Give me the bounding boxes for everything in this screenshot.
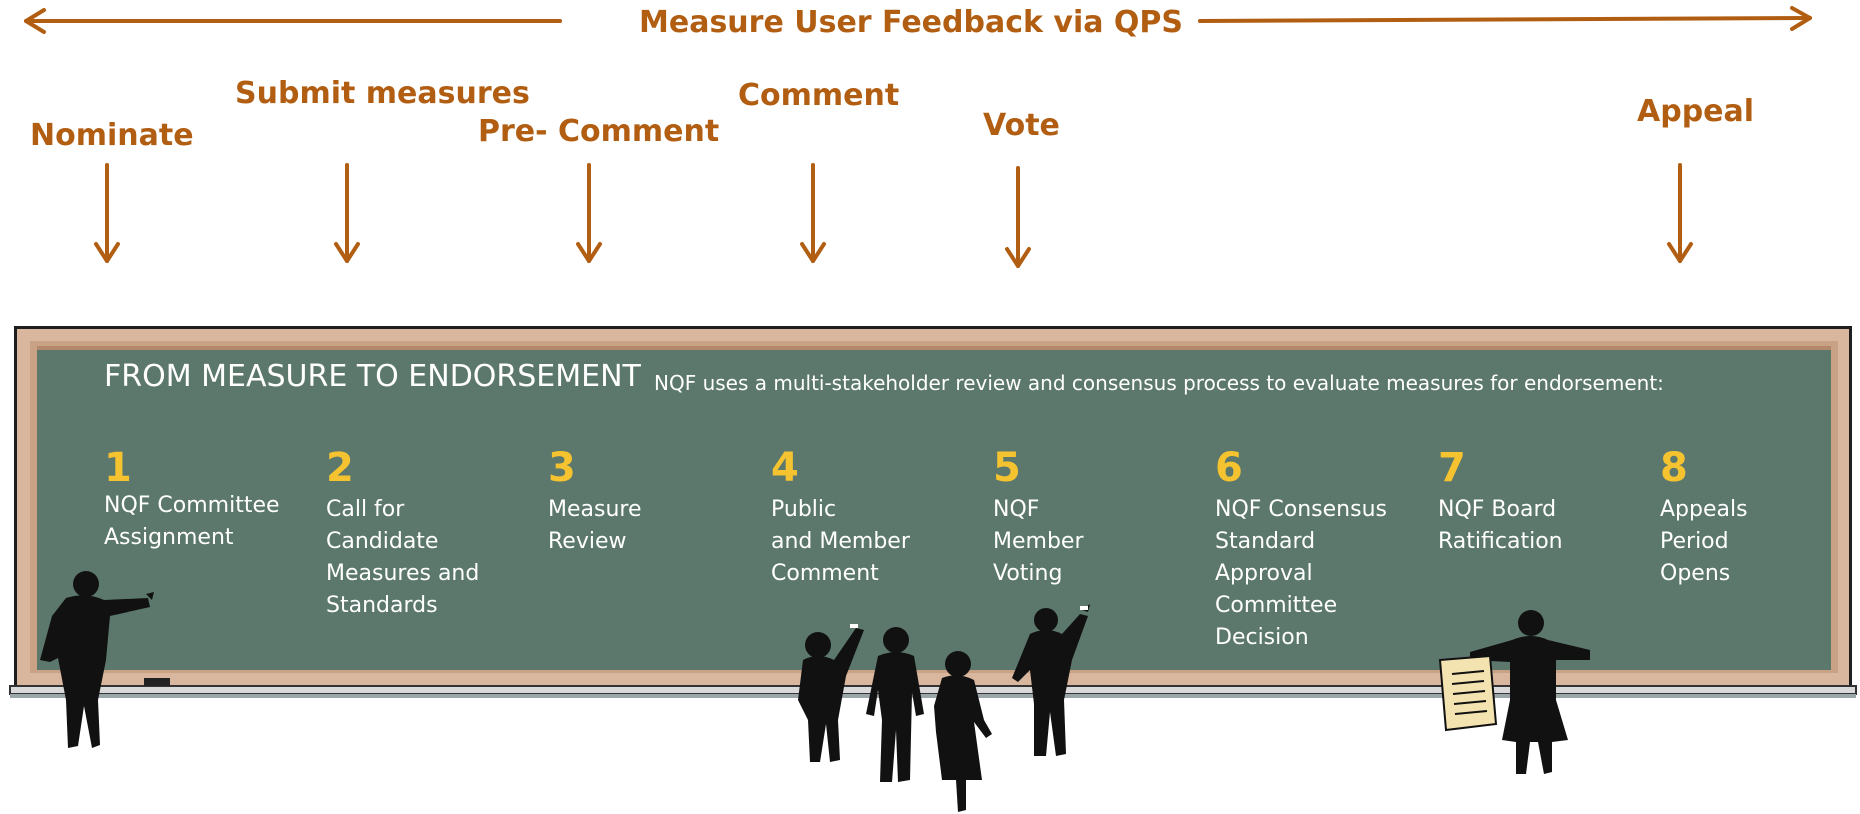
phase-nominate: Nominate <box>30 118 194 153</box>
arrow-vote <box>1005 166 1031 268</box>
eraser <box>144 678 170 686</box>
person-writing-silhouette <box>1012 604 1090 756</box>
banner-right-arrow <box>1198 16 1812 23</box>
phase-pre-comment: Pre- Comment <box>478 114 720 149</box>
step-label: NQF Committee Assignment <box>104 493 280 550</box>
step-number: 2 <box>326 445 354 491</box>
step-label: NQF Member Voting <box>993 497 1084 586</box>
step-6: 6 NQF Consensus Standard Approval Commit… <box>1215 448 1415 654</box>
step-7: 7 NQF Board Ratification <box>1438 448 1638 558</box>
step-number: 8 <box>1660 445 1688 491</box>
step-number: 3 <box>548 445 576 491</box>
step-label: NQF Consensus Standard Approval Committe… <box>1215 497 1387 650</box>
arrow-submit <box>334 163 360 263</box>
step-number: 4 <box>771 445 799 491</box>
document-icon <box>1438 654 1498 732</box>
phase-appeal: Appeal <box>1637 94 1755 129</box>
arrow-nominate <box>94 163 120 263</box>
step-3: 3 Measure Review <box>548 448 748 558</box>
step-8: 8 Appeals Period Opens <box>1660 448 1860 590</box>
step-label: Public and Member Comment <box>771 497 910 586</box>
step-5: 5 NQF Member Voting <box>993 448 1193 590</box>
board-subtitle: NQF uses a multi-stakeholder review and … <box>654 371 1664 395</box>
person-pointing-silhouette <box>798 628 864 762</box>
step-label: NQF Board Ratification <box>1438 497 1563 554</box>
step-1: 1 NQF Committee Assignment <box>104 448 304 554</box>
banner-title: Measure User Feedback via QPS <box>639 5 1184 40</box>
arrow-appeal <box>1667 163 1693 263</box>
step-label: Measure Review <box>548 497 642 554</box>
step-number: 7 <box>1438 445 1466 491</box>
phase-vote: Vote <box>983 108 1060 143</box>
phase-submit-measures: Submit measures <box>235 76 530 111</box>
presenter-silhouette <box>1470 610 1590 774</box>
step-number: 5 <box>993 445 1021 491</box>
step-number: 6 <box>1215 445 1243 491</box>
step-2: 2 Call for Candidate Measures and Standa… <box>326 448 526 622</box>
step-4: 4 Public and Member Comment <box>771 448 971 590</box>
person-standing-silhouette <box>866 627 924 782</box>
arrow-comment <box>800 163 826 263</box>
person-woman-silhouette <box>934 651 992 812</box>
board-title: FROM MEASURE TO ENDORSEMENT <box>104 359 641 394</box>
phase-comment: Comment <box>738 78 900 113</box>
step-label: Appeals Period Opens <box>1660 497 1748 586</box>
step-number: 1 <box>104 445 132 491</box>
arrow-precomment <box>576 163 602 263</box>
step-label: Call for Candidate Measures and Standard… <box>326 497 480 618</box>
teacher-silhouette <box>40 571 154 748</box>
